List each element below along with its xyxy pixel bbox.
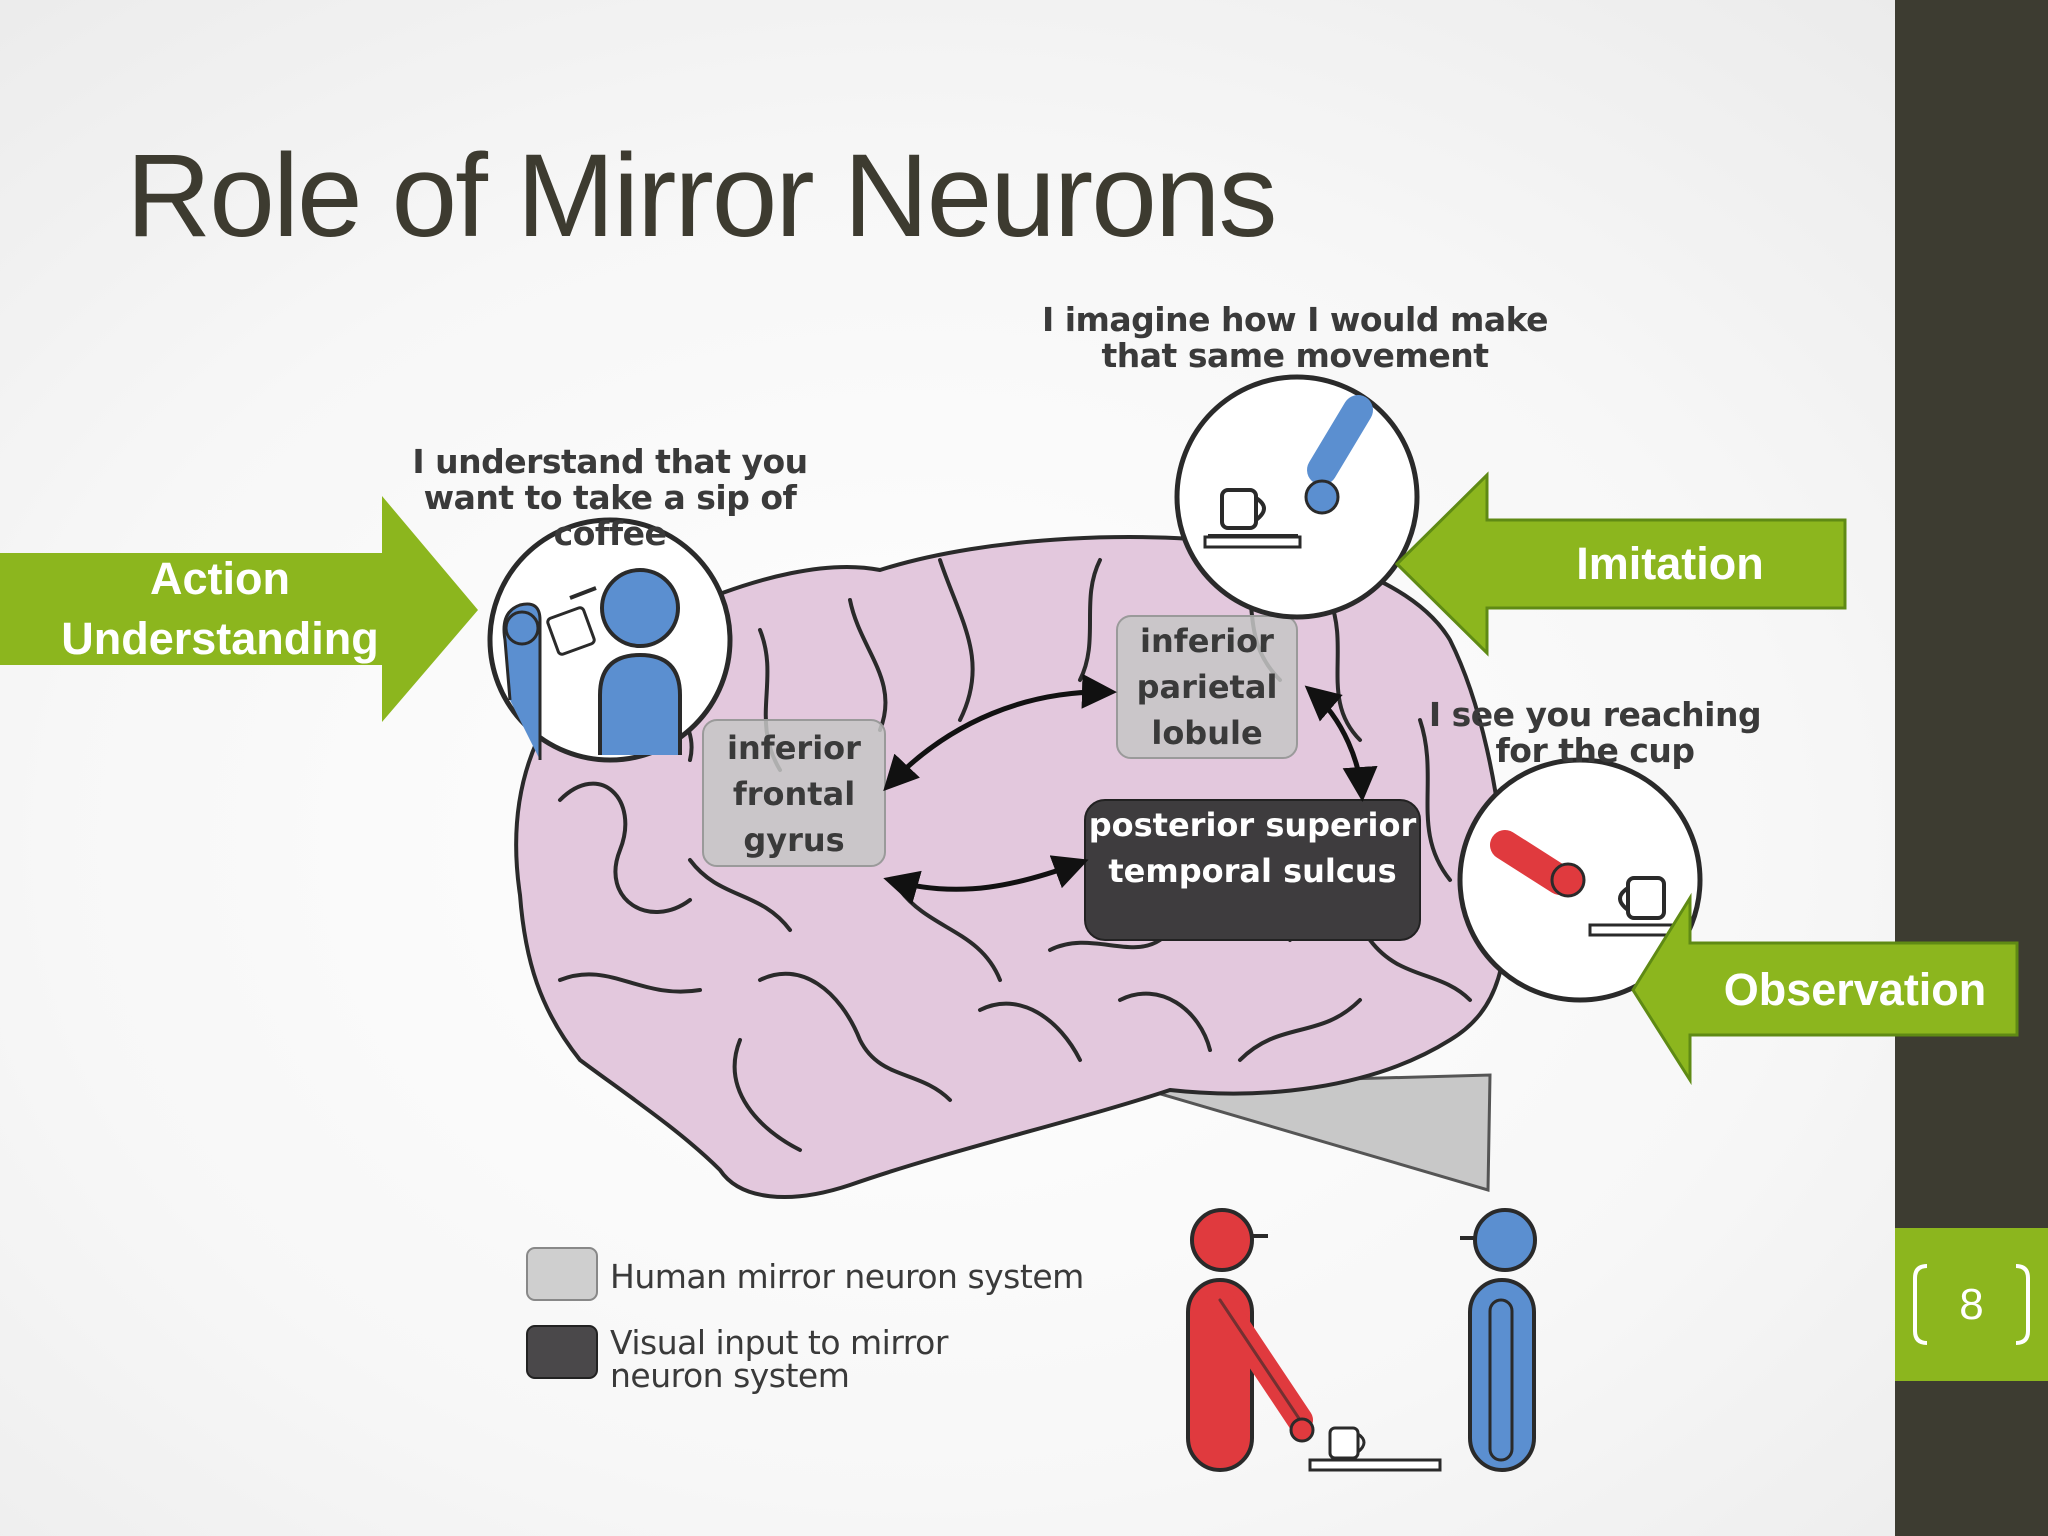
ipl-box — [1116, 615, 1298, 759]
see-circle — [1457, 757, 1703, 1003]
page-number-brackets — [1913, 1264, 2030, 1345]
action-understanding-label: Action Understanding — [61, 553, 379, 664]
legend-swatch-mirror — [526, 1247, 598, 1301]
action-understanding-arrow — [0, 496, 478, 722]
imagine-caption: I imagine how I would make that same mov… — [1041, 300, 1549, 375]
see-caption: I see you reaching for the cup — [1428, 695, 1762, 770]
observation-arrow — [1631, 892, 2019, 1086]
imitation-arrow — [1394, 471, 1847, 657]
table-cup — [1308, 1426, 1442, 1472]
imagine-circle — [1174, 374, 1420, 620]
psts-label: posterior superior temporal sulcus — [1088, 806, 1417, 890]
observation-label: Observation — [1723, 964, 1987, 1015]
ifg-label: inferior frontal gyrus — [727, 729, 861, 859]
understand-circle — [487, 517, 733, 763]
imitation-label: Imitation — [1576, 538, 1764, 589]
ipl-label: inferior parietal lobule — [1136, 622, 1278, 752]
legend-visual-label: Visual input to mirror neuron system — [610, 1323, 948, 1395]
ifg-box — [702, 719, 886, 867]
page-number: 8 — [1959, 1279, 1984, 1329]
slide-title: Role of Mirror Neurons — [126, 130, 1277, 262]
observer-figure — [1460, 1208, 1537, 1472]
understand-caption: I understand that you want to take a sip… — [412, 442, 808, 553]
actor-figure — [1186, 1208, 1315, 1472]
connection-arrows — [883, 673, 1378, 905]
page-number-box: 8 — [1895, 1228, 2048, 1381]
legend-mirror-label: Human mirror neuron system — [610, 1257, 1084, 1296]
legend-swatch-visual — [526, 1325, 598, 1379]
